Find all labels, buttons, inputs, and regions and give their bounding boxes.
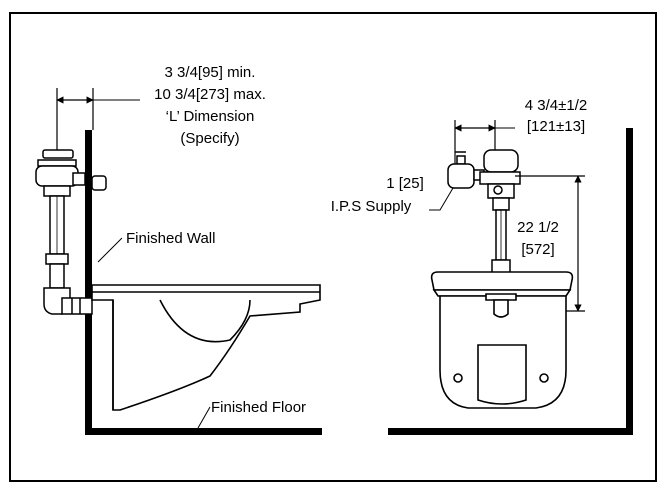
l-dimension-line-2: 10 3/4[273] max.: [154, 86, 266, 103]
front-floor-shape: [388, 428, 633, 435]
finished-wall-label: Finished Wall: [126, 230, 215, 247]
flush-pipe-side: [43, 195, 93, 315]
front-view: [388, 120, 633, 435]
diagram-frame: [9, 12, 657, 482]
l-dimension-line-4: (Specify): [180, 130, 239, 147]
offset-line-1: 4 3/4±1/2: [525, 97, 587, 114]
height-line-2: [572]: [521, 241, 554, 258]
l-dimension-line-3: ‘L’ Dimension: [166, 108, 255, 125]
offset-line-2: [121±13]: [527, 118, 585, 135]
finished-floor-shape: [85, 428, 322, 435]
flush-valve-front: [479, 149, 521, 289]
flush-valve-side: [35, 149, 107, 197]
front-wall-shape: [626, 128, 633, 435]
finished-floor-label: Finished Floor: [211, 399, 306, 416]
l-dimension-line-1: 3 3/4[95] min.: [165, 64, 256, 81]
supply-line-2: I.P.S Supply: [331, 198, 412, 215]
supply-stop: [447, 151, 485, 189]
toilet-bowl-front: [430, 271, 574, 409]
toilet-bowl-side: [91, 284, 321, 411]
supply-line-1: 1 [25]: [386, 175, 424, 192]
side-view: [35, 88, 322, 435]
finished-wall-shape: [85, 130, 92, 435]
height-line-1: 22 1/2: [517, 219, 559, 236]
